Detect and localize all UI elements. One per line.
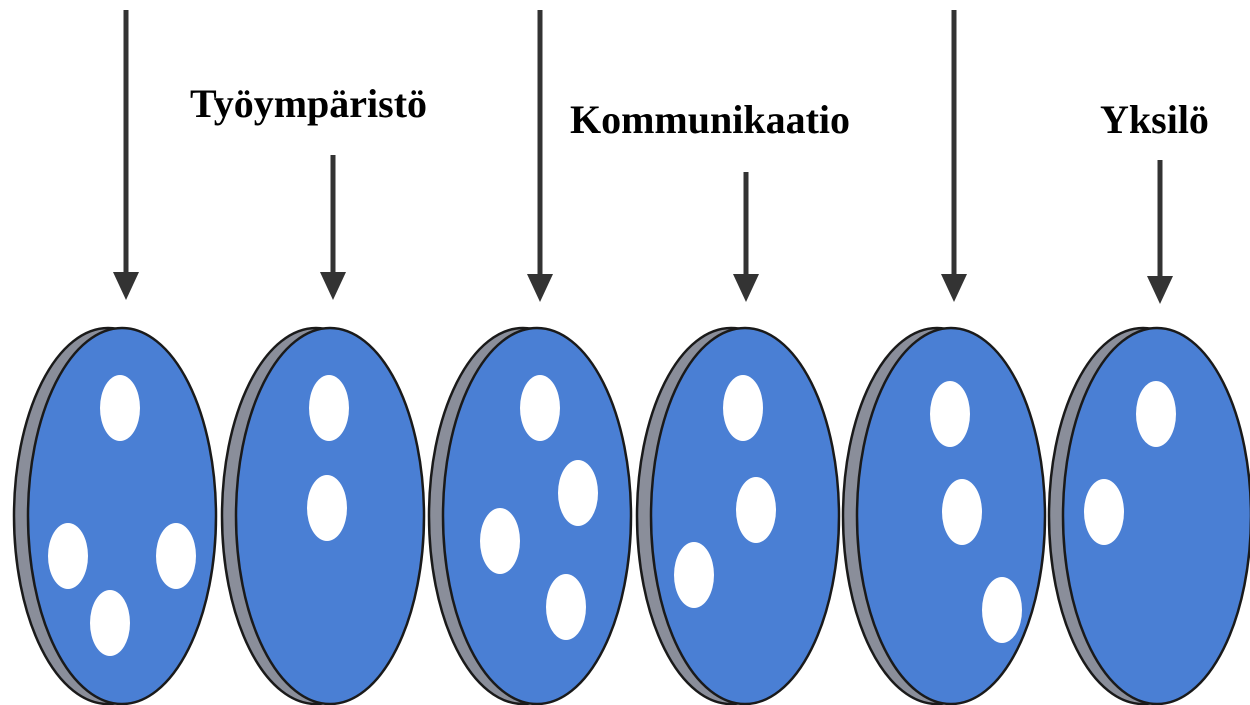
arrowhead-icon bbox=[113, 272, 139, 300]
slice-hole bbox=[309, 375, 349, 441]
slice-hole bbox=[558, 460, 598, 526]
cheese-slice-3 bbox=[637, 328, 839, 704]
slice-hole bbox=[942, 479, 982, 545]
slice-hole bbox=[520, 375, 560, 441]
cheese-slice-1 bbox=[222, 328, 424, 704]
slice-hole bbox=[480, 508, 520, 574]
arrow-1 bbox=[320, 155, 346, 300]
slice-hole bbox=[1084, 479, 1124, 545]
cheese-slice-5 bbox=[1049, 328, 1250, 704]
arrow-4 bbox=[941, 10, 967, 302]
arrowhead-icon bbox=[320, 272, 346, 300]
arrow-2 bbox=[527, 10, 553, 302]
slice-hole bbox=[48, 523, 88, 589]
arrows-layer bbox=[113, 10, 1173, 304]
slice-hole bbox=[546, 574, 586, 640]
cheese-slice-2 bbox=[429, 328, 631, 704]
discs-layer bbox=[14, 328, 1250, 704]
slice-hole bbox=[100, 375, 140, 441]
arrow-5 bbox=[1147, 160, 1173, 304]
arrowhead-icon bbox=[527, 274, 553, 302]
slice-hole bbox=[156, 523, 196, 589]
slice-hole bbox=[930, 381, 970, 447]
slice-hole bbox=[1136, 381, 1176, 447]
slice-hole bbox=[307, 475, 347, 541]
slice-hole bbox=[674, 542, 714, 608]
cheese-slice-0 bbox=[14, 328, 216, 704]
slice-hole bbox=[90, 590, 130, 656]
arrowhead-icon bbox=[1147, 276, 1173, 304]
cheese-slice-4 bbox=[843, 328, 1045, 704]
label-yksilo: Yksilö bbox=[1100, 100, 1209, 140]
slice-hole bbox=[736, 477, 776, 543]
slice-hole bbox=[723, 375, 763, 441]
label-tyoymparisto: Työympäristö bbox=[190, 84, 427, 124]
arrow-0 bbox=[113, 10, 139, 300]
slice-hole bbox=[982, 577, 1022, 643]
arrowhead-icon bbox=[941, 274, 967, 302]
arrow-3 bbox=[733, 172, 759, 302]
arrowhead-icon bbox=[733, 274, 759, 302]
label-kommunikaatio: Kommunikaatio bbox=[570, 100, 850, 140]
